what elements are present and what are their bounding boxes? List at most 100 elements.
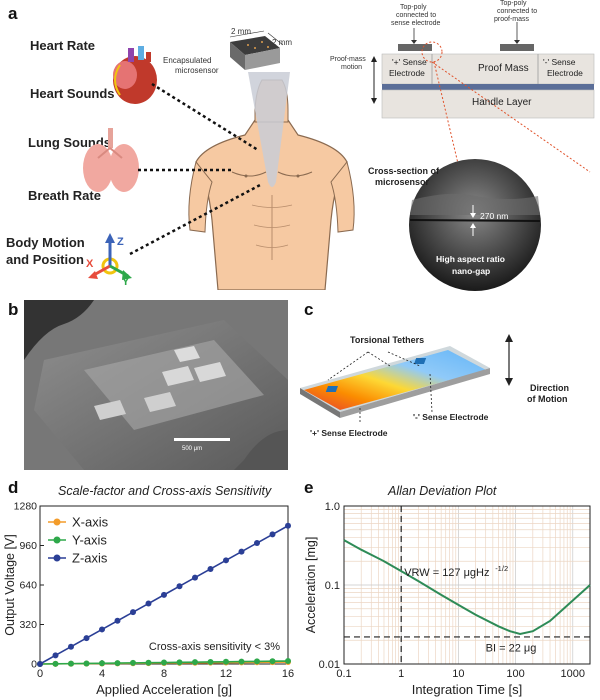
data-point [223,557,229,564]
chip-dim-top: 2 mm [231,27,251,36]
microsensor-chip [230,36,280,70]
panel-letter-e: e [304,478,314,497]
y-tick-label: 0.01 [319,659,340,671]
chip-dim-right: 2 mm [272,38,292,47]
label-heart-sounds: Heart Sounds [30,86,115,101]
label-lung-sounds: Lung Sounds [28,135,112,150]
x-axis-label: Integration Time [s] [412,682,523,697]
data-point [68,660,74,667]
gap-size-label: 270 nm [480,211,509,221]
minus-electrode-1: '-' Sense [543,57,576,67]
chip-label-1: Encapsulated [163,56,212,65]
label-and-position: and Position [6,252,84,267]
data-point [285,522,291,529]
data-point [176,659,183,666]
gap-caption-2: nano-gap [452,266,491,276]
label-body-motion: Body Motion [6,235,85,250]
legend-marker [53,536,61,544]
data-point [254,658,260,665]
data-point [130,609,136,616]
x-tick-label: 1000 [561,668,585,680]
axis-z-label: Z [117,236,124,248]
x-tick-label: 12 [220,668,232,680]
y-tick-label: 320 [19,619,37,631]
vrw-label: VRW = 127 μgHz [404,567,489,579]
data-point [145,600,152,607]
direction-label-2: of Motion [527,394,568,404]
y-tick-label: 0.1 [325,580,340,592]
plus-electrode-1: '+' Sense [392,57,427,67]
top-poly-right-2: connected to [497,8,538,15]
x-tick-label: 4 [99,668,105,680]
data-point [176,583,183,590]
data-point [83,660,90,667]
panel-letter-d: d [8,478,19,497]
minus-electrode-2: Electrode [547,68,583,78]
top-poly-left-1: Top-poly [400,4,427,11]
x-tick-label: 100 [506,668,524,680]
minus-sense-electrode-label: '-' Sense Electrode [413,412,489,422]
data-point [192,659,198,666]
x-tick-label: 0.1 [336,668,351,680]
sensor-cone [248,72,290,187]
data-point [207,658,214,665]
panel-letter-c: c [304,300,314,319]
torsional-tethers-label: Torsional Tethers [350,335,425,345]
allan-deviation-curve [343,539,591,636]
chart-d-title: Scale-factor and Cross-axis Sensitivity [58,484,272,498]
vrw-exponent: -1/2 [495,564,508,573]
cross-section-title-2: microsensor [375,177,430,187]
plus-electrode-2: Electrode [389,68,425,78]
top-poly-left-2: connected to [396,12,437,19]
y-tick-label: 960 [19,540,37,552]
legend-marker [53,518,61,526]
chart-e-title: Allan Deviation Plot [388,484,497,498]
bi-label: BI = 22 μg [486,642,537,654]
gap-caption-1: High aspect ratio [436,254,505,264]
x-tick-label: 8 [161,668,167,680]
cross-axis-annotation: Cross-axis sensitivity < 3% [149,641,280,653]
data-point [207,565,214,572]
panel-letter-a: a [8,4,18,23]
plus-sense-electrode-label: '+' Sense Electrode [310,428,388,438]
legend-marker [53,554,61,562]
top-poly-right-1: Top-poly [500,0,527,7]
label-heart-rate: Heart Rate [30,38,96,53]
data-point [52,660,59,667]
data-point [238,658,245,665]
motion-label-1: Proof-mass [330,56,366,63]
legend-label: Z-axis [72,551,108,566]
x-axis-label: Applied Acceleration [g] [96,682,232,697]
y-axis-label: Acceleration [mg] [304,537,318,634]
data-point [223,658,229,665]
data-point [145,659,152,666]
data-point [161,659,167,666]
plot-frame [39,505,289,665]
data-point [68,643,74,650]
legend-label: Y-axis [72,533,107,548]
y-tick-label: 640 [19,580,37,592]
top-poly-right-3: proof-mass [494,16,530,23]
data-point [269,658,276,665]
axis-y-label: Y [122,276,130,288]
data-point [254,540,260,547]
axis-icon [88,233,132,280]
panel-letter-b: b [8,300,19,319]
scale-bar-label: 500 μm [182,446,203,452]
data-point [52,652,59,659]
y-axis-label: Output Voltage [V] [3,534,17,635]
x-tick-label: 0 [37,668,43,680]
data-point [161,591,167,598]
data-point [99,660,105,667]
data-point [114,617,121,624]
label-breath-rate: Breath Rate [28,188,101,203]
y-tick-label: 1.0 [325,501,340,513]
axis-x-label: X [86,258,94,270]
body-illustration [83,30,355,290]
top-poly-left-3: sense electrode [391,20,441,27]
data-point [37,661,43,667]
chip-label-2: microsensor [175,66,219,75]
data-point [238,548,245,555]
